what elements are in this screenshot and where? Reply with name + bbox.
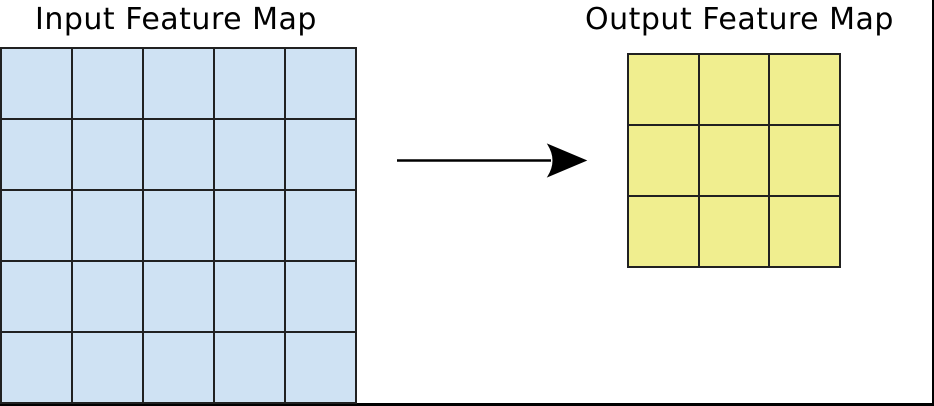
grid-cell [629, 197, 698, 266]
output-feature-map-grid [627, 53, 841, 268]
grid-cell [73, 333, 142, 402]
grid-cell [2, 333, 71, 402]
grid-cell [215, 120, 284, 189]
grid-cell [144, 262, 213, 331]
arrow-head [546, 143, 588, 178]
grid-cell [2, 262, 71, 331]
grid-cell [286, 333, 355, 402]
grid-cell [770, 197, 839, 266]
grid-cell [629, 126, 698, 195]
grid-cell [2, 191, 71, 260]
input-feature-map-title: Input Feature Map [35, 2, 317, 37]
grid-cell [2, 49, 71, 118]
grid-cell [73, 49, 142, 118]
grid-cell [286, 262, 355, 331]
grid-cell [73, 120, 142, 189]
grid-cell [629, 55, 698, 124]
grid-cell [144, 333, 213, 402]
grid-cell [770, 55, 839, 124]
grid-cell [215, 49, 284, 118]
input-feature-map-grid [0, 47, 357, 404]
arrow-right-icon [397, 143, 588, 178]
grid-cell [144, 120, 213, 189]
grid-cell [699, 197, 769, 266]
grid-cell [286, 120, 355, 189]
grid-cell [73, 191, 142, 260]
grid-cell [699, 126, 769, 195]
grid-cell [144, 191, 213, 260]
grid-cell [770, 126, 839, 195]
grid-cell [73, 262, 142, 331]
grid-cell [286, 49, 355, 118]
grid-cell [215, 333, 284, 402]
grid-cell [699, 55, 769, 124]
output-feature-map-title: Output Feature Map [585, 2, 894, 37]
grid-cell [2, 120, 71, 189]
grid-cell [215, 191, 284, 260]
grid-cell [144, 49, 213, 118]
grid-cell [215, 262, 284, 331]
grid-cell [286, 191, 355, 260]
